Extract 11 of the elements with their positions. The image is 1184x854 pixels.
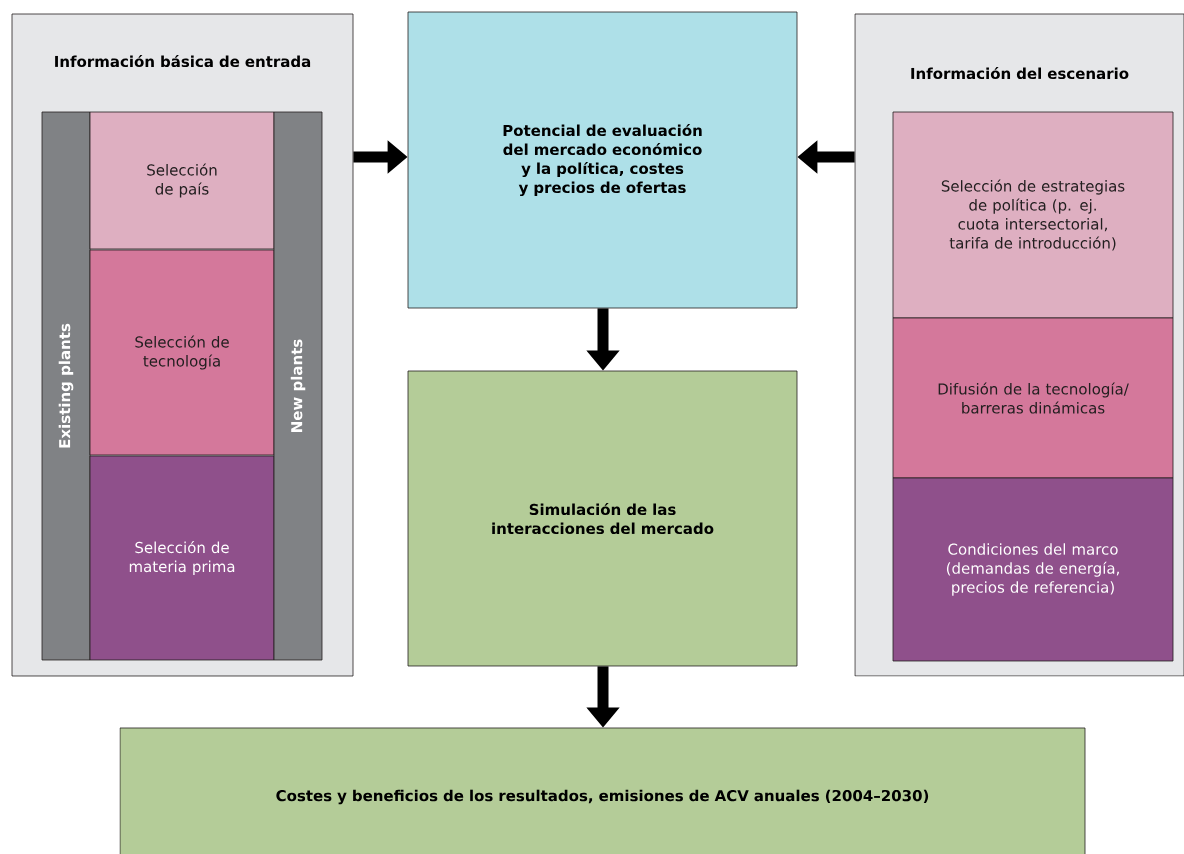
result-box: Costes y beneficios de los resultados, emisiones de ACV anuales (2004–2030) — [119, 727, 1086, 854]
side-bar: New plants — [273, 111, 323, 661]
input-box: Selección de estrategias de política (p. ej. cuota intersectorial, tarifa de introducción) — [892, 111, 1174, 319]
input-box: Selección de materia prima — [89, 455, 275, 661]
input-box: Difusión de la tecnología/ barreras dinámicas — [892, 317, 1174, 479]
input-box: Selección de país — [89, 111, 275, 250]
process-box: Simulación de las interacciones del mercado — [407, 370, 798, 667]
input-box: Selección de tecnología — [89, 249, 275, 456]
input-box: Condiciones del marco (demandas de energía, precios de referencia) — [892, 477, 1174, 662]
process-box: Potencial de evaluación del mercado económico y la política, costes y precios de ofertas — [407, 11, 798, 309]
side-bar: Existing plants — [41, 111, 91, 661]
